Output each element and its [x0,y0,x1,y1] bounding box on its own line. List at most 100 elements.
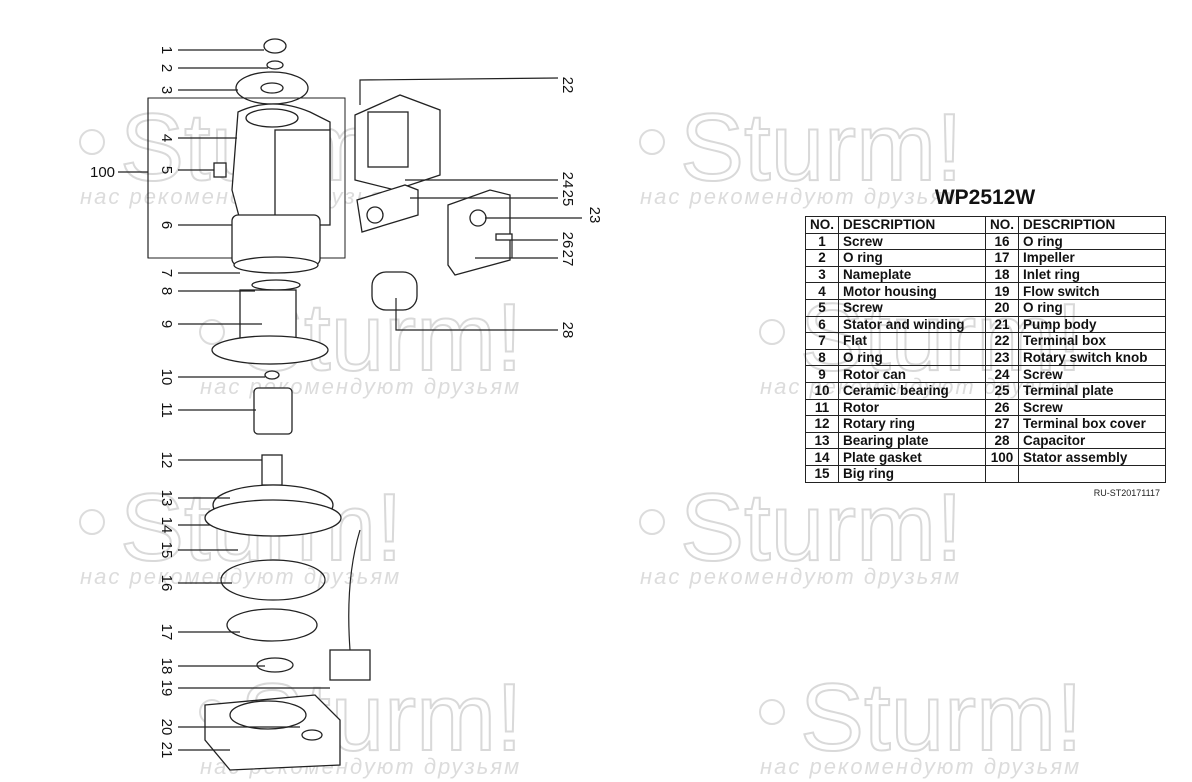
part-screw-5 [213,162,227,178]
part-description: Plate gasket [838,448,987,466]
part-rotary-ring-12 [261,454,283,486]
callout-18: 18 [158,658,175,675]
callout-10: 10 [158,369,175,386]
part-number: 7 [804,332,840,350]
part-description: Motor housing [838,282,987,300]
part-description: O ring [1018,232,1167,251]
watermark-dot [199,319,225,345]
part-number: 26 [985,398,1020,417]
part-description: Stator and winding [838,315,987,334]
callout-2: 2 [158,64,175,72]
part-terminal-flange [274,129,331,226]
part-description: Flow switch [1018,282,1167,300]
part-description: Screw [838,298,987,317]
watermark-slogan: нас рекомендуют друзьям [640,564,961,589]
part-number: 13 [804,431,840,450]
part-capacitor-28 [371,271,418,311]
part-number: 21 [985,315,1020,334]
part-description: Bearing plate [838,431,987,450]
part-big-ring-15-16 [220,559,326,601]
leader-lines [118,49,582,751]
part-o-ring-8 [251,279,301,291]
callout-3: 3 [158,86,175,94]
watermark-logo: Sturm! [680,474,963,581]
part-flow-switch-19 [329,649,371,681]
part-number: 28 [985,431,1020,450]
callout-16: 16 [158,575,175,592]
part-screw-1 [263,38,287,54]
part-description: Screw [1018,365,1167,383]
callout-20: 20 [158,719,175,736]
part-description: Pump body [1018,315,1167,334]
part-number: 10 [804,381,840,400]
part-number: 24 [985,365,1020,383]
part-description: O ring [838,348,987,367]
part-screw-26 [495,233,513,241]
part-flat-7 [233,256,319,274]
part-number: 5 [804,298,840,317]
part-description: Screw [838,232,987,251]
part-number: 20 [985,298,1020,317]
callout-1: 1 [158,46,175,54]
part-number: 22 [985,332,1020,350]
part-number: 17 [985,249,1020,267]
callout-numbers: 1234567891011121314151617181920212223242… [90,46,603,759]
model-title: WP2512W [934,186,1036,209]
part-rotary-knob-23 [469,209,487,227]
callout-7: 7 [158,269,175,277]
callout-25: 25 [559,190,576,207]
watermark-dot [759,319,785,345]
part-impeller-17 [226,608,318,642]
part-number: 4 [804,282,840,300]
part-description: Rotary ring [838,415,987,433]
watermark-slogan: нас рекомендуют друзьям [200,374,521,399]
part-description: O ring [1018,298,1167,317]
part-description: Screw [1018,398,1167,417]
part-rotor-can-9 [239,289,297,341]
part-rotor-11 [253,387,293,435]
part-number: 18 [985,265,1020,284]
part-description [1018,464,1167,483]
callout-12: 12 [158,452,175,469]
part-description: Terminal plate [1018,381,1167,400]
part-description: Capacitor [1018,431,1167,450]
part-description: Rotor can [838,365,987,383]
callout-14: 14 [158,517,175,534]
callout-19: 19 [158,680,175,697]
part-number: 14 [804,448,840,466]
watermark-dot [79,129,105,155]
part-description: Rotary switch knob [1018,348,1167,367]
part-description: Nameplate [838,265,987,284]
part-number: 25 [985,381,1020,400]
watermark-logo: Sturm! [800,664,1083,771]
part-plate-gasket-14 [204,499,342,537]
part-o-ring-20 [301,729,323,741]
part-number: 3 [804,265,840,284]
callout-5: 5 [158,166,175,174]
watermark-dot [639,509,665,535]
part-description: O ring [838,249,987,267]
callout-11: 11 [158,402,175,418]
part-number: 2 [804,249,840,267]
part-description: Ceramic bearing [838,381,987,400]
watermark-logo: Sturm! [680,94,963,201]
callout-27: 27 [559,250,576,267]
part-ceramic-bearing-10 [264,370,280,380]
part-number [985,464,1020,483]
watermark-dot [759,699,785,725]
watermark-slogan: нас рекомендуют друзьям [80,564,401,589]
callout-23: 23 [586,207,603,224]
callout-4: 4 [158,134,175,142]
callout-6: 6 [158,221,175,229]
